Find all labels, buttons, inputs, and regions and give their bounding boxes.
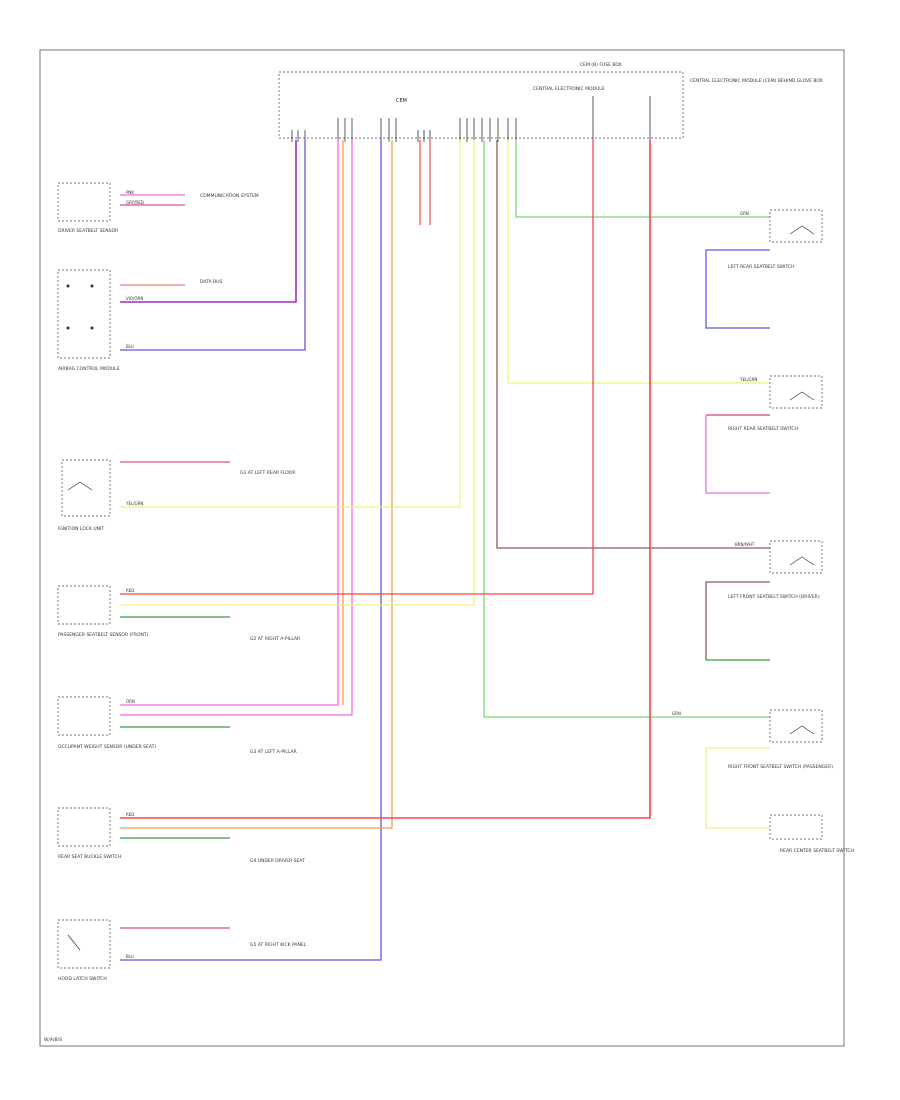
wire-green-a [483,140,770,718]
wire-label-red-b: RED [126,812,134,817]
driver-seat-label: DRIVER SEATBELT SENSOR [58,228,118,234]
wire-label-grn-r: GRN [672,711,681,716]
occupant-weight-sensor: OCCUPANT WEIGHT SENSOR (UNDER SEAT) G3 A… [57,696,297,755]
wire-salmon [419,140,431,225]
footnote: W/A/B/S [44,1037,62,1043]
wire-label-grn: GRN [740,211,749,216]
wire-label-yel-r: YEL/GRN [739,377,757,382]
cem-label: CEM [396,98,407,104]
wire-label-blu-b: BLU [126,954,134,959]
right-mid3-label: RIGHT FRONT SEATBELT SWITCH (PASSENGER) [728,764,833,770]
wire-labels: PNK GRY/RED VIO/ORN BLU YEL/GRN RED ORN … [125,190,757,959]
wire-label-org: ORN [126,699,135,704]
wire-label-gry: GRY/RED [126,200,144,205]
cem-module: CEM CENTRAL ELECTRONIC MODULE CEM (B) FU… [278,62,823,142]
wire-brown [496,140,770,549]
right-top-label: LEFT REAR SEATBELT SWITCH [728,264,794,270]
passenger-seatbelt-sensor: PASSENGER SEATBELT SENSOR (FRONT) G2 AT … [57,585,300,642]
airbag-label: AIRBAG CONTROL MODULE [58,366,120,372]
wire-label-yel: YEL/GRN [125,501,143,506]
data-bus-label: DATA BUS [200,279,222,285]
stub-wires [120,194,230,929]
wire-pink-a [120,140,339,706]
ignition-label: IGNITION LOCK UNIT [58,526,104,532]
passenger-seat-label: PASSENGER SEATBELT SENSOR (FRONT) [58,632,149,638]
wire-label-vio: VIO/ORN [126,296,143,301]
left-rear-seatbelt-switch: LEFT REAR SEATBELT SWITCH [728,209,823,270]
g4-label: G4 UNDER DRIVER SEAT [250,858,305,864]
right-mid2-label: LEFT FRONT SEATBELT SWITCH (DRIVER) [728,594,820,600]
wire-blue-bottom [120,140,382,961]
hood-latch-switch: HOOD LATCH SWITCH G5 AT RIGHT KICK PANEL [57,919,307,982]
left-front-seatbelt-switch: LEFT FRONT SEATBELT SWITCH (DRIVER) [728,540,823,600]
wire-label-blu: BLU [126,344,134,349]
loop-brown-right [705,581,770,660]
loop-blue-right [705,249,770,329]
wire-blue-left [120,140,306,351]
rear-seat-left-label: REAR SEAT BUCKLE SWITCH [58,854,121,860]
wire-red-b [120,140,651,819]
cem-far-right-label: CENTRAL ELECTRONIC MODULE (CEM) BEHIND G… [690,78,823,84]
rear-center-seatbelt-switch: REAR CENTER SEATBELT SWITCH [769,814,854,854]
wire-yellow-b [120,140,475,606]
brake-switch-label: HOOD LATCH SWITCH [58,976,107,982]
airbag-control-module: AIRBAG CONTROL MODULE DATA BUS [57,269,222,372]
right-mid1-label: RIGHT REAR SEATBELT SWITCH [728,426,798,432]
driver-seatbelt-sensor: DRIVER SEATBELT SENSOR COMMUNICATION SYS… [57,182,259,234]
right-front-seatbelt-switch: RIGHT FRONT SEATBELT SWITCH (PASSENGER) [728,709,833,770]
wire-purple [120,140,297,303]
wire-label-red: RED [126,588,134,593]
diagram-border [39,49,845,1047]
g3-label: G3 AT LEFT A-PILLAR [250,749,297,755]
wire-label-brn: BRN/WHT [735,542,755,547]
top-connector-label: CEM (B) FUSE BOX [580,62,622,68]
wire-pink-b [120,140,353,716]
wire-label-pnk: PNK [126,190,134,195]
g2-label: G2 AT RIGHT A-PILLAR [250,636,300,642]
wire-green-b [515,140,770,218]
ignition-lock-unit: IGNITION LOCK UNIT G1 AT LEFT REAR FLOOR [58,459,295,532]
comm-sys-label: COMMUNICATION SYSTEM [200,193,259,199]
occupant-sensor-label: OCCUPANT WEIGHT SENSOR (UNDER SEAT) [58,744,156,750]
g1-label: G1 AT LEFT REAR FLOOR [240,470,295,476]
right-rear-seatbelt-switch: RIGHT REAR SEATBELT SWITCH [728,375,823,432]
cem-right-label: CENTRAL ELECTRONIC MODULE [533,86,605,92]
loop-yellow-right [705,747,770,829]
wire-yellow-c [507,140,770,384]
right-bot-label: REAR CENTER SEATBELT SWITCH [780,848,854,854]
loop-pink-right-b [705,415,770,494]
rear-seat-buckle-switch: REAR SEAT BUCKLE SWITCH G4 UNDER DRIVER … [57,807,305,864]
wire-red-a [120,140,594,595]
g5-label: G5 AT RIGHT KICK PANEL [250,942,307,948]
wire-orange-b [120,140,393,829]
wire-yellow-a [120,140,461,508]
